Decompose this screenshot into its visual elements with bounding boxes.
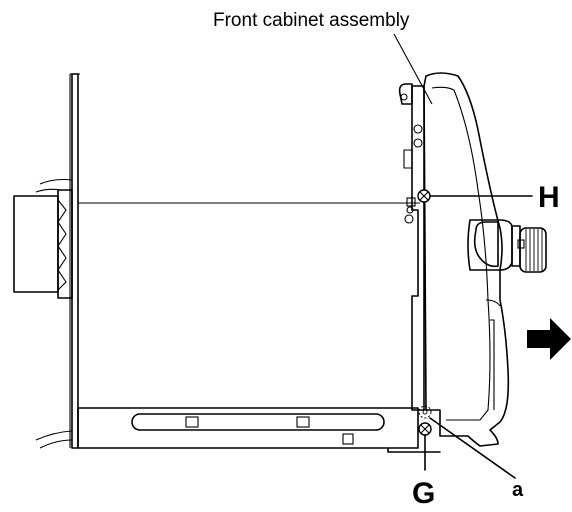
knob-assembly [467,219,547,273]
rear-connector-block [13,178,73,299]
title-leader-line [393,33,433,105]
part-a-leader [429,417,516,479]
arrow-right-icon [527,318,571,360]
diagram-title: Front cabinet assembly [213,10,410,31]
label-g: G [412,477,435,510]
label-a: a [512,479,524,501]
chassis [35,73,441,453]
screw-h-icon [417,189,431,203]
label-h: H [538,181,560,214]
part-a-icon [418,405,432,419]
screw-g-icon [418,422,432,436]
front-cabinet-assembly [398,72,510,447]
